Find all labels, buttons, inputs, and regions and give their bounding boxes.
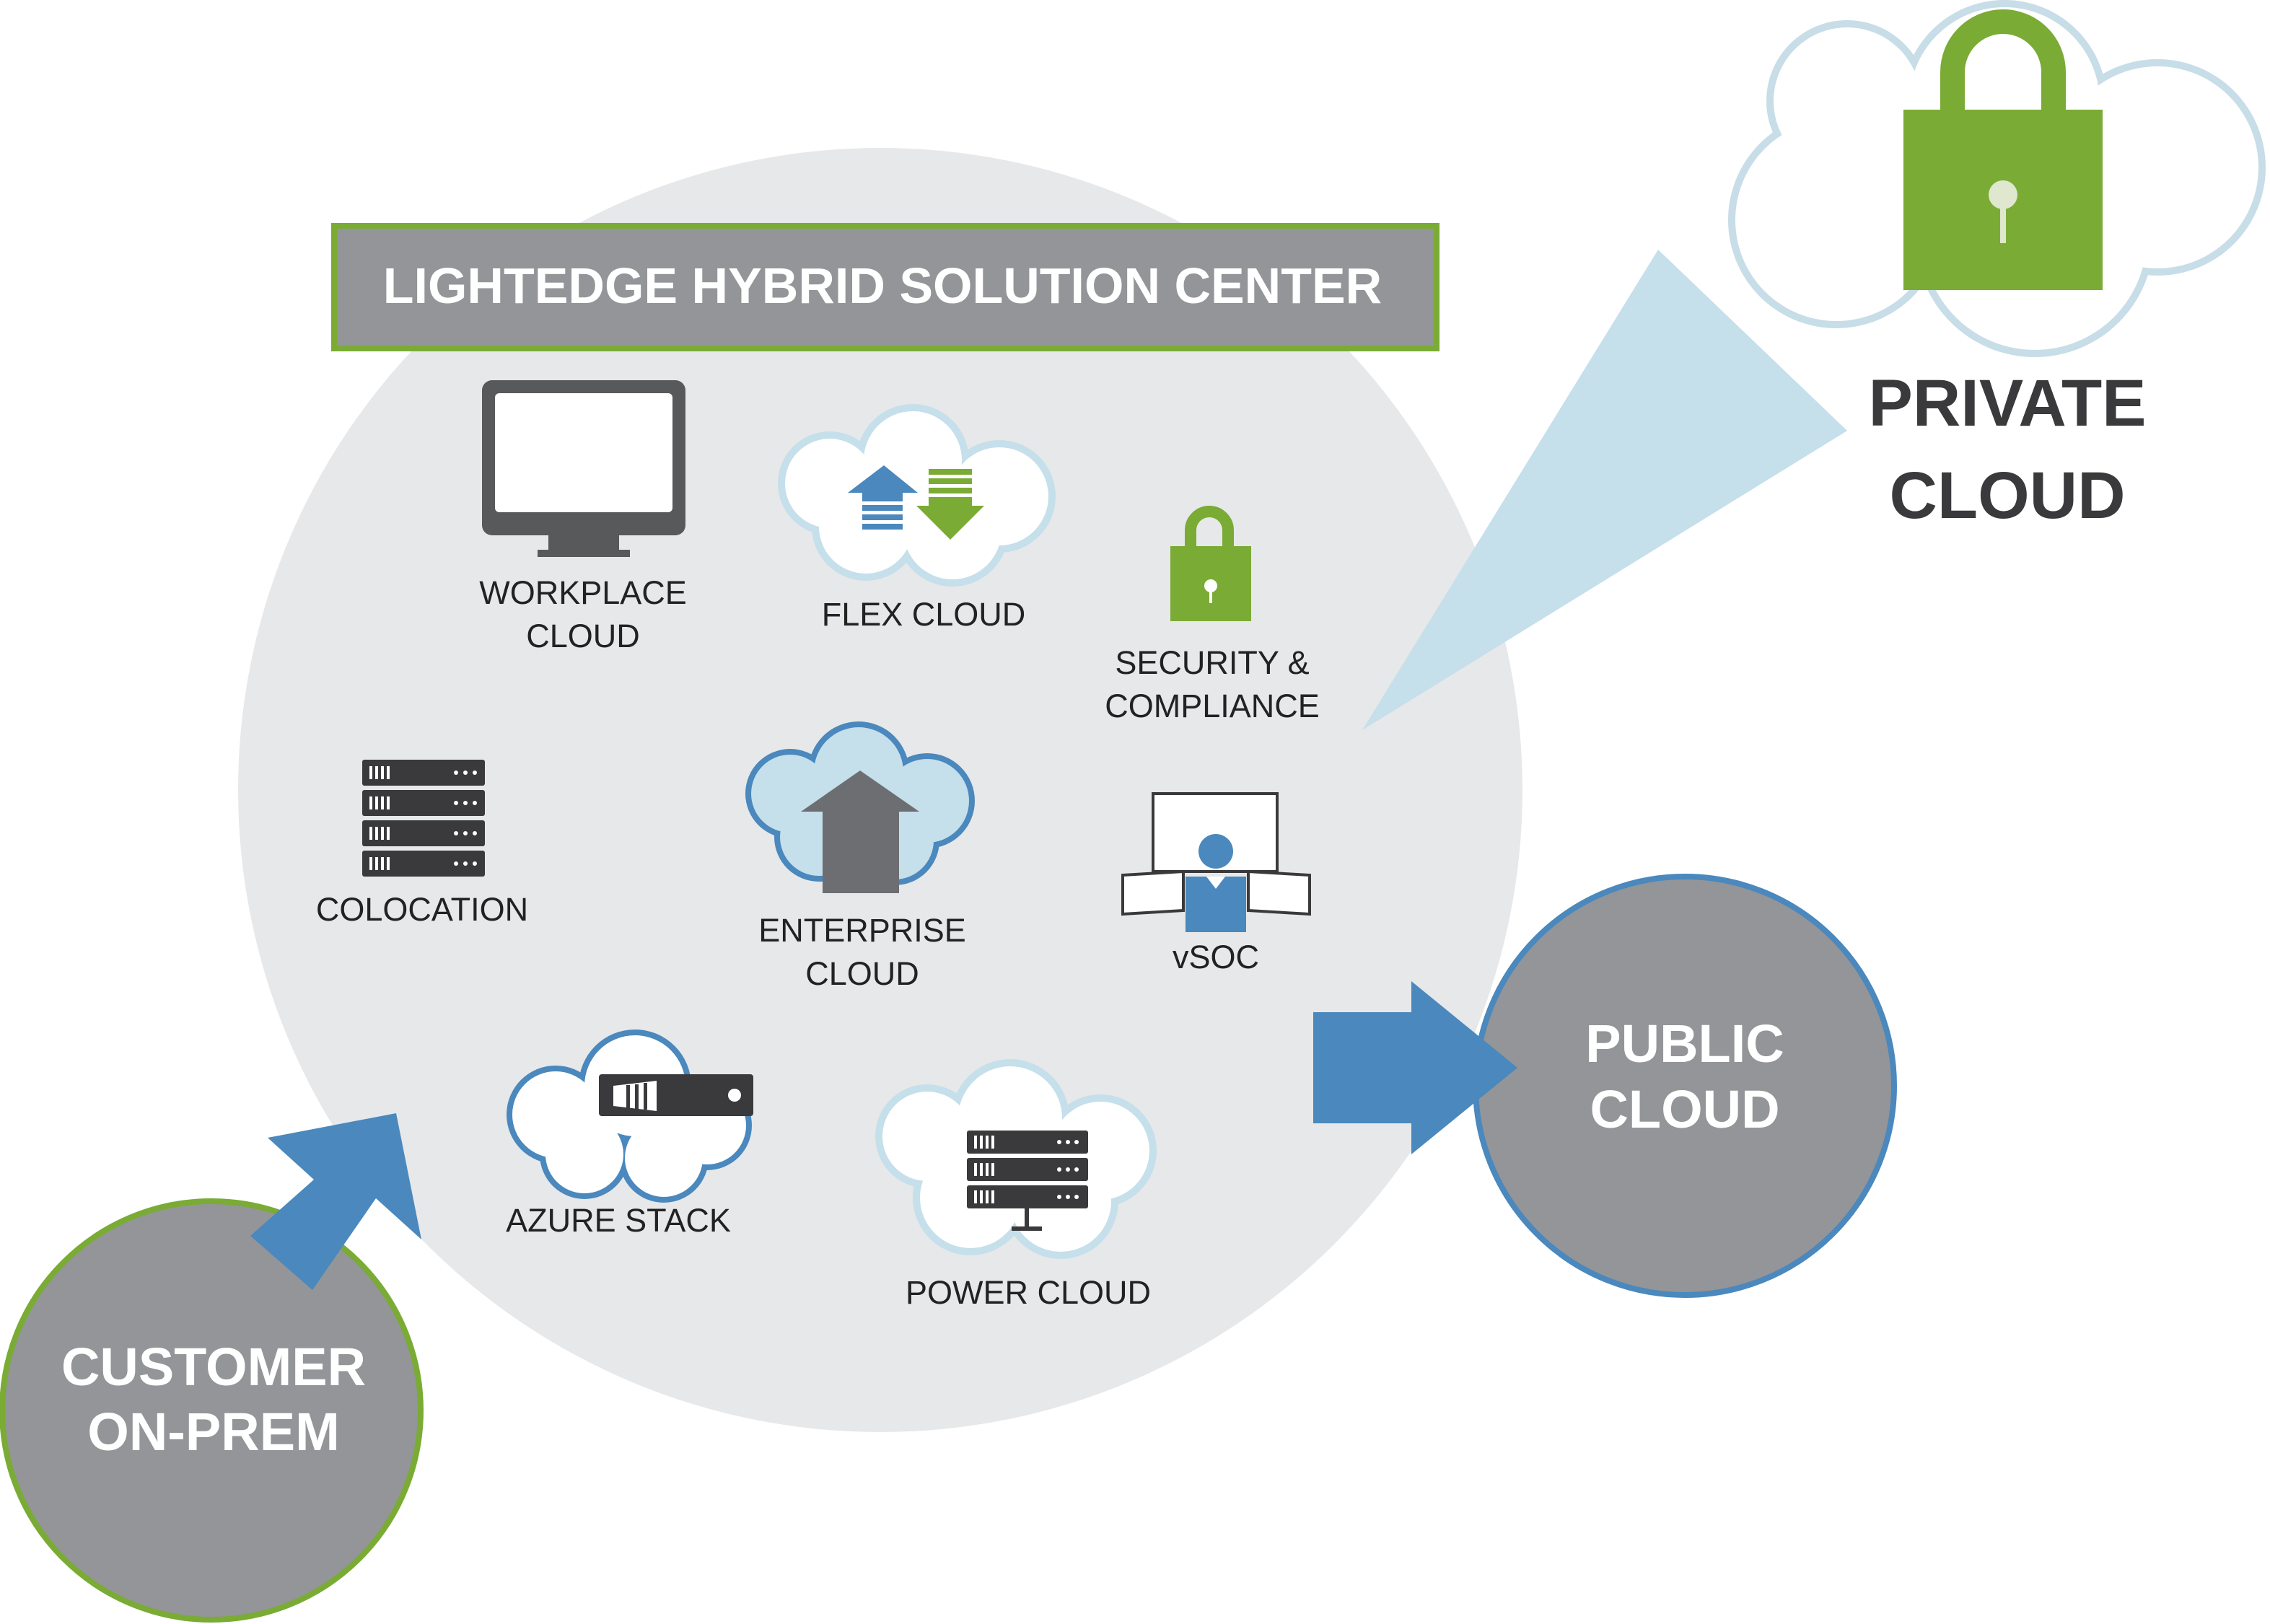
monitor-icon — [482, 380, 685, 557]
private-cloud-node: PRIVATE CLOUD — [1728, 0, 2266, 532]
enterprise-label-line2: CLOUD — [805, 955, 919, 992]
customer-line2: ON-PREM — [87, 1402, 339, 1462]
padlock-icon — [1170, 506, 1251, 621]
security-label-line1: SECURITY & — [1115, 644, 1309, 681]
cloud-transfer-icon — [848, 465, 984, 540]
cloud-rack-icon — [967, 1131, 1088, 1231]
cloud-upload-icon — [801, 771, 919, 893]
power-label: POWER CLOUD — [906, 1274, 1151, 1311]
service-workplace-cloud: WORKPLACE CLOUD — [479, 380, 687, 654]
operator-icon — [1121, 792, 1311, 932]
cloud-server-icon — [599, 1074, 753, 1116]
workplace-label-line2: CLOUD — [526, 618, 640, 654]
service-enterprise-cloud: ENTERPRISE CLOUD — [745, 721, 975, 992]
customer-line1: CUSTOMER — [61, 1337, 366, 1397]
server-rack-icon — [362, 760, 485, 877]
flex-label: FLEX CLOUD — [822, 596, 1026, 633]
private-cloud-line2: CLOUD — [1889, 459, 2125, 532]
enterprise-label-line1: ENTERPRISE — [758, 912, 966, 949]
service-azure-stack: AZURE STACK — [506, 1030, 753, 1239]
service-power-cloud: POWER CLOUD — [875, 1059, 1157, 1311]
workplace-label-line1: WORKPLACE — [479, 574, 687, 611]
vsoc-label: vSOC — [1173, 939, 1259, 975]
private-cloud-callout — [1362, 250, 1847, 730]
public-cloud-line1: PUBLIC — [1585, 1014, 1784, 1074]
service-flex-cloud: FLEX CLOUD — [778, 404, 1056, 633]
page-title: LIGHTEDGE HYBRID SOLUTION CENTER — [383, 258, 1382, 314]
public-cloud-line2: CLOUD — [1590, 1079, 1779, 1139]
private-cloud-line1: PRIVATE — [1868, 367, 2146, 440]
arrow-to-hub — [250, 1113, 421, 1290]
service-vsoc: vSOC — [1121, 792, 1311, 975]
security-label-line2: COMPLIANCE — [1105, 688, 1320, 724]
customer-on-prem-node: CUSTOMER ON-PREM — [0, 1198, 424, 1623]
service-security-compliance: SECURITY & COMPLIANCE — [1105, 506, 1320, 724]
public-cloud-node: PUBLIC CLOUD — [1473, 874, 1897, 1298]
colocation-label: COLOCATION — [316, 891, 528, 928]
arrow-to-public-cloud — [1313, 981, 1517, 1154]
padlock-icon — [1903, 9, 2103, 290]
service-colocation: COLOCATION — [316, 760, 528, 928]
azure-label: AZURE STACK — [506, 1202, 731, 1239]
header-banner: LIGHTEDGE HYBRID SOLUTION CENTER — [331, 223, 1439, 351]
